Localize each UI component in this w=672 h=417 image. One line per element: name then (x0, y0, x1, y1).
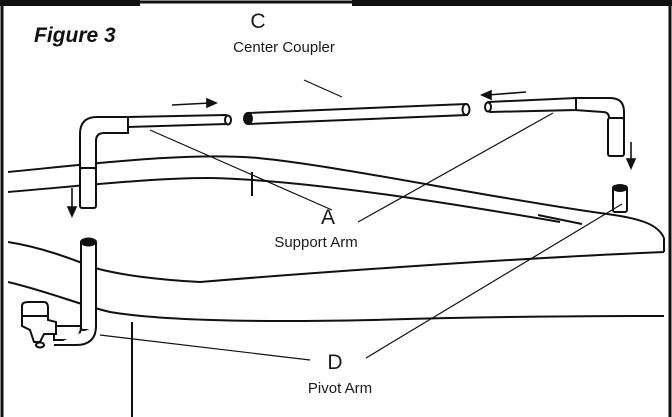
label-center-coupler: Center Coupler (233, 39, 335, 56)
label-pivot-arm: Pivot Arm (308, 380, 372, 397)
header-bar-left (0, 0, 140, 6)
pivot-arm-right (612, 184, 628, 213)
arrow-down-left-icon (66, 188, 78, 218)
support-arm-right (484, 96, 625, 157)
mount-bracket (21, 301, 57, 349)
label-support-arm: Support Arm (274, 234, 357, 251)
center-coupler (243, 102, 471, 126)
arrow-left-icon (480, 89, 527, 101)
support-arm-left (79, 113, 232, 209)
header-bar-right (352, 0, 672, 6)
figure-title: Figure 3 (34, 24, 116, 47)
label-d-letter: D (327, 351, 342, 374)
arrow-right-icon (171, 97, 218, 109)
arrow-down-right-icon (625, 142, 637, 170)
leader-lines (99, 79, 623, 361)
tub-rim (7, 155, 665, 417)
label-a-letter: A (321, 206, 335, 229)
label-c-letter: C (250, 10, 265, 33)
pivot-arm-left (53, 237, 97, 346)
